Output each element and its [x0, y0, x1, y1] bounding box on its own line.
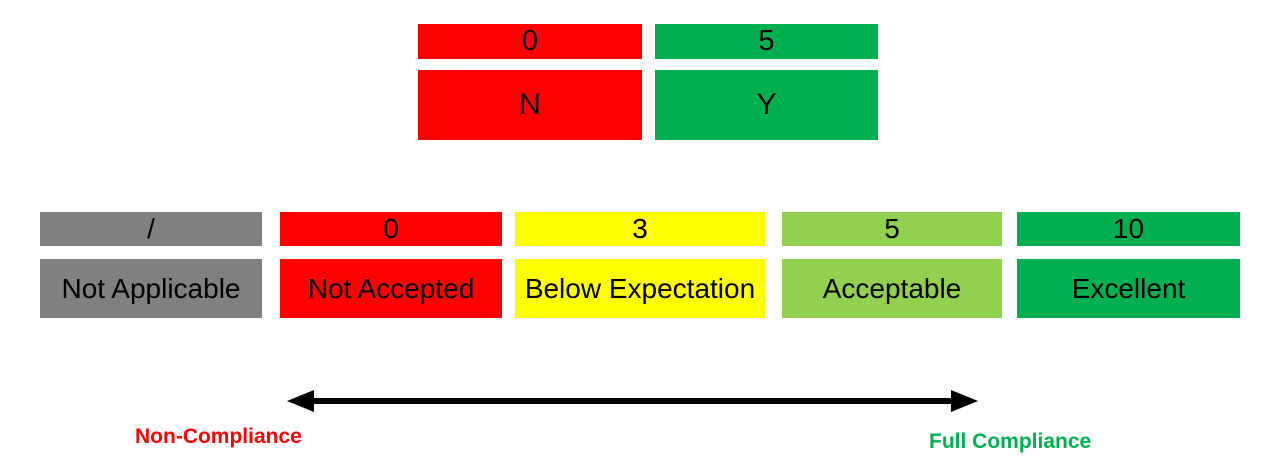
- rating-label-below-expectation: Below Expectation: [515, 259, 765, 318]
- rating-label-acceptable: Acceptable: [782, 259, 1002, 318]
- non-compliance-label: Non-Compliance: [135, 425, 302, 448]
- rating-value-below-expectation: 3: [515, 212, 765, 246]
- rating-value-not-applicable: /: [40, 212, 262, 246]
- rating-value-acceptable: 5: [782, 212, 1002, 246]
- binary-value-yes: 5: [655, 24, 878, 59]
- full-compliance-label: Full Compliance: [929, 430, 1092, 453]
- rating-label-not-applicable: Not Applicable: [40, 259, 262, 318]
- arrow-right-head: [951, 390, 978, 412]
- rating-label-excellent: Excellent: [1017, 259, 1240, 318]
- rating-value-not-accepted: 0: [280, 212, 502, 246]
- binary-letter-no: N: [418, 70, 642, 140]
- double-arrow-icon: [287, 390, 978, 412]
- rating-label-not-accepted: Not Accepted: [280, 259, 502, 318]
- binary-letter-yes: Y: [655, 70, 878, 140]
- binary-value-no: 0: [418, 24, 642, 59]
- rating-value-excellent: 10: [1017, 212, 1240, 246]
- arrow-left-head: [287, 390, 314, 412]
